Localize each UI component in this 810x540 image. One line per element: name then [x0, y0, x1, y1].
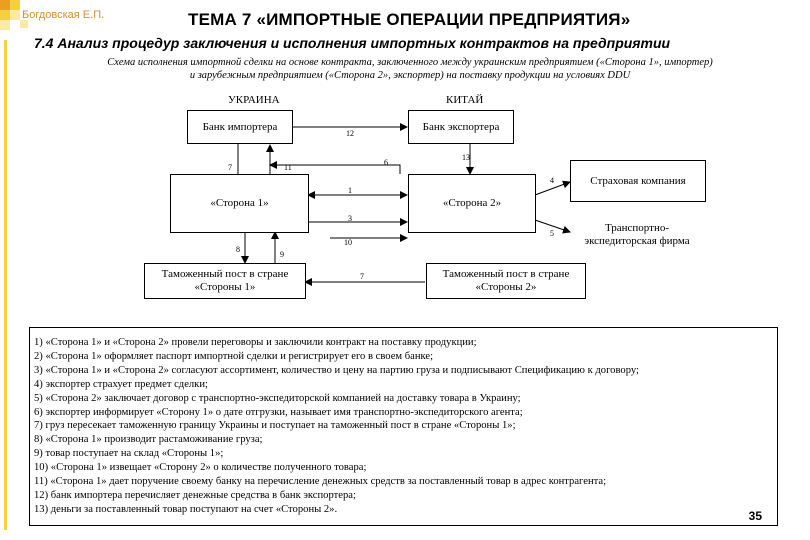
- step-item: 5) «Сторона 2» заключает договор с транс…: [34, 392, 521, 404]
- author-label: Богдовская Е.П.: [22, 9, 105, 21]
- step-item: 3) «Сторона 1» и «Сторона 2» согласуют а…: [34, 364, 639, 376]
- arrow-4: [534, 180, 571, 196]
- scheme-caption-line2: и зарубежным предприятием («Сторона 2», …: [189, 70, 631, 81]
- num-13: 13: [462, 153, 470, 162]
- step-item: 13) деньги за поставленный товар поступа…: [34, 503, 338, 515]
- num-3: 3: [348, 214, 352, 223]
- num-10: 10: [344, 238, 352, 247]
- page-number: 35: [748, 509, 762, 523]
- importer-bank-box: Банк импортера: [187, 110, 293, 144]
- exporter-bank-box: Банк экспортера: [408, 110, 514, 144]
- num-1: 1: [348, 186, 352, 195]
- step-item: 10) «Сторона 1» извещает «Сторону 2» о к…: [34, 462, 367, 474]
- num-9: 9: [280, 250, 284, 259]
- party2-box: «Сторона 2»: [408, 174, 536, 233]
- num-7-top: 7: [228, 163, 232, 172]
- step-item: 11) «Сторона 1» дает поручение своему ба…: [34, 476, 607, 488]
- country-china: КИТАЙ: [446, 94, 484, 106]
- step-item: 2) «Сторона 1» оформляет паспорт импортн…: [34, 350, 434, 362]
- forwarder-label: Транспортно-экспедиторская фирма: [584, 222, 690, 247]
- num-7-bottom: 7: [360, 272, 364, 281]
- scheme-caption-line1: Схема исполнения импортной сделки на осн…: [107, 57, 713, 68]
- insurance-box: Страховая компания: [570, 160, 706, 202]
- num-6: 6: [384, 158, 388, 167]
- arrow-5: [534, 219, 571, 234]
- decorative-squares: [0, 0, 30, 540]
- num-12: 12: [346, 129, 354, 138]
- step-item: 8) «Сторона 1» производит растаможивание…: [34, 434, 263, 446]
- steps-list: 1) «Сторона 1» и «Сторона 2» провели пер…: [29, 327, 778, 526]
- arrow-6: [269, 161, 401, 174]
- step-item: 7) груз пересекает таможенную границу Ук…: [34, 420, 516, 432]
- party1-box: «Сторона 1»: [170, 174, 309, 233]
- step-item: 4) экспортер страхует предмет сделки;: [34, 378, 208, 390]
- scheme-caption: Схема исполнения импортной сделки на осн…: [40, 56, 780, 82]
- num-8: 8: [236, 245, 240, 254]
- num-4: 4: [550, 176, 554, 185]
- customs1-box: Таможенный пост в стране «Стороны 1»: [144, 263, 306, 299]
- step-item: 9) товар поступает на склад «Стороны 1»;: [34, 448, 224, 460]
- step-item: 6) экспортер информирует «Сторону 1» о д…: [34, 406, 523, 418]
- num-11: 11: [284, 163, 292, 172]
- customs2-box: Таможенный пост в стране «Стороны 2»: [426, 263, 586, 299]
- num-5: 5: [550, 229, 554, 238]
- step-item: 1) «Сторона 1» и «Сторона 2» провели пер…: [34, 337, 477, 348]
- page-title: ТЕМА 7 «ИМПОРТНЫЕ ОПЕРАЦИИ ПРЕДПРИЯТИЯ»: [188, 10, 631, 29]
- section-subtitle: 7.4 Анализ процедур заключения и исполне…: [34, 35, 671, 51]
- country-ukraine: УКРАИНА: [228, 94, 280, 106]
- step-item: 12) банк импортера перечисляет денежные …: [34, 489, 356, 501]
